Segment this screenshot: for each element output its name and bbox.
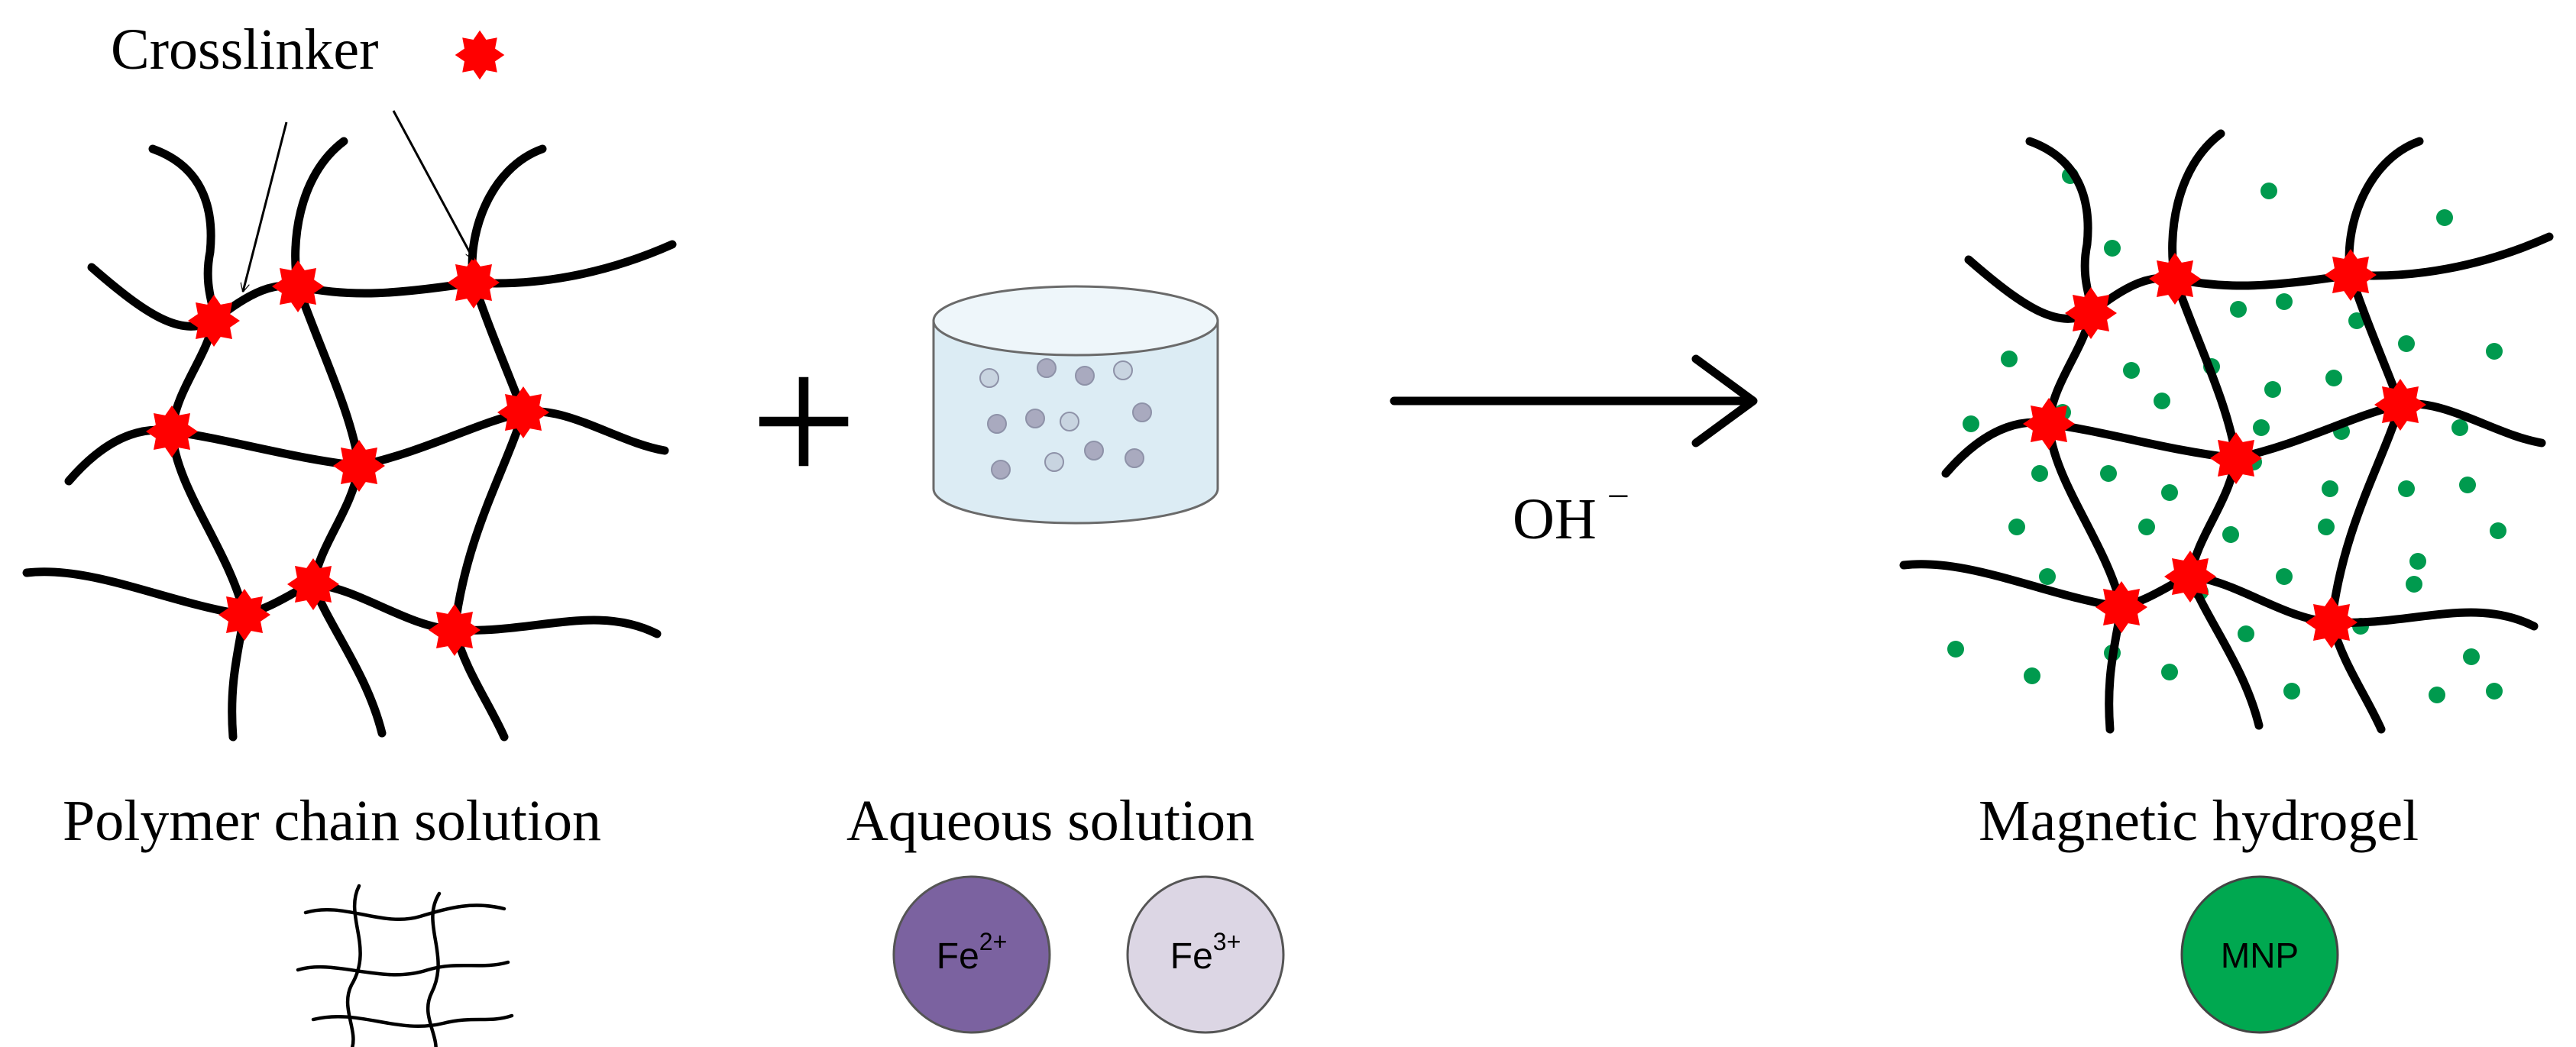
nanoparticle-dot [2406,576,2422,593]
nanoparticle-dot [2161,664,2178,680]
crosslinker-star [2325,249,2377,301]
crosslinker-pointer-arrows [243,110,475,292]
nanoparticle-dot [2486,343,2503,360]
nanoparticle-dot [2031,465,2048,482]
crosslinker-star [429,604,481,656]
crosslinker-star [146,406,198,457]
nanoparticle-dot [2283,683,2300,700]
nanoparticle-dot [2039,568,2056,585]
nanoparticle-dot [2463,648,2480,665]
nanoparticle-dot [2436,209,2453,226]
aqueous-label: Aqueous solution [846,789,1254,853]
ion-dot [1132,402,1152,422]
ion-dot [1060,412,1079,431]
crosslinker-star [287,558,339,610]
nanoparticle-dot [2276,568,2293,585]
nanoparticle-dot [2486,683,2503,700]
nanoparticle-dot [1947,641,1964,658]
magnetic-hydrogel-network [1904,134,2549,729]
nanoparticle-dot [2260,183,2277,199]
ion-dot [979,368,999,388]
nanoparticle-dot [2490,522,2506,539]
nanoparticle-dot [2325,370,2342,386]
crosslinker-star [218,589,270,641]
crosslinker-star [2095,581,2147,633]
nanoparticle-dot [2238,625,2254,642]
nanoparticle-dot [2154,393,2170,409]
ion-legend-fe3: Fe3+ [1126,875,1285,1034]
nanoparticle-dot [2100,465,2117,482]
nanoparticle-dot [1963,415,1979,432]
magnetic-nanoparticles [1947,167,2506,703]
ion-legend-fe2: Fe2+ [892,875,1051,1034]
mnp-legend: MNP [2180,875,2339,1034]
crosslinker-label: Crosslinker [111,18,378,82]
polymer-chain-icon [296,884,514,1047]
nanoparticle-dot [2318,519,2335,535]
crosslinker-star [333,440,385,492]
aqueous-container [932,285,1219,525]
ion-dot [1075,366,1095,386]
crosslinker-star [2164,551,2216,603]
svg-text:MNP: MNP [2221,936,2299,975]
nanoparticle-dot [2264,381,2281,398]
nanoparticle-dot [2222,526,2239,543]
ion-dot [1084,441,1104,460]
nanoparticle-dot [2348,312,2365,329]
product-label: Magnetic hydrogel [1979,789,2419,853]
svg-text:Fe2+: Fe2+ [937,928,1008,977]
polymer-label: Polymer chain solution [63,789,601,853]
nanoparticle-dot [2398,480,2415,497]
ion-dot [987,414,1007,434]
crosslinker-star [448,257,500,309]
ion-dot [1113,360,1133,380]
nanoparticle-dot [2451,419,2468,436]
nanoparticle-dot [2104,240,2121,257]
nanoparticle-dot [2459,477,2476,493]
plus-sign: + [750,315,858,527]
nanoparticle-dot [2161,484,2178,501]
crosslinker-star [188,295,240,347]
reaction-arrow [1390,354,1758,448]
svg-text:Fe3+: Fe3+ [1170,928,1241,977]
nanoparticle-dot [2123,362,2140,379]
nanoparticle-dot [2276,293,2293,310]
nanoparticle-dot [2253,419,2270,436]
nanoparticle-dot [2230,301,2247,318]
nanoparticle-dot [2138,519,2155,535]
crosslinker-star [2149,253,2201,305]
nanoparticle-dot [2024,667,2040,684]
crosslinker-star [497,386,549,438]
dissolved-ions [979,358,1152,480]
polymer-network [27,141,672,737]
nanoparticle-dot [2429,687,2445,703]
nanoparticle-dot [2322,480,2338,497]
crosslinker-legend-star [455,30,505,80]
ion-dot [991,460,1011,480]
crosslinker-star [2210,432,2262,484]
nanoparticle-dot [2001,351,2018,367]
crosslinker-star [2374,379,2426,431]
nanoparticle-dot [2398,335,2415,352]
ion-dot [1025,409,1045,428]
ion-dot [1037,358,1057,378]
ion-dot [1125,448,1144,468]
crosslinker-star [272,260,324,312]
crosslinker-star [2065,287,2117,339]
ion-dot [1044,452,1064,472]
nanoparticle-dot [2008,519,2025,535]
crosslinker-star [2306,596,2358,648]
reagent-label: OH− [1513,475,1629,551]
nanoparticle-dot [2409,553,2426,570]
crosslinker-star [2023,398,2075,450]
